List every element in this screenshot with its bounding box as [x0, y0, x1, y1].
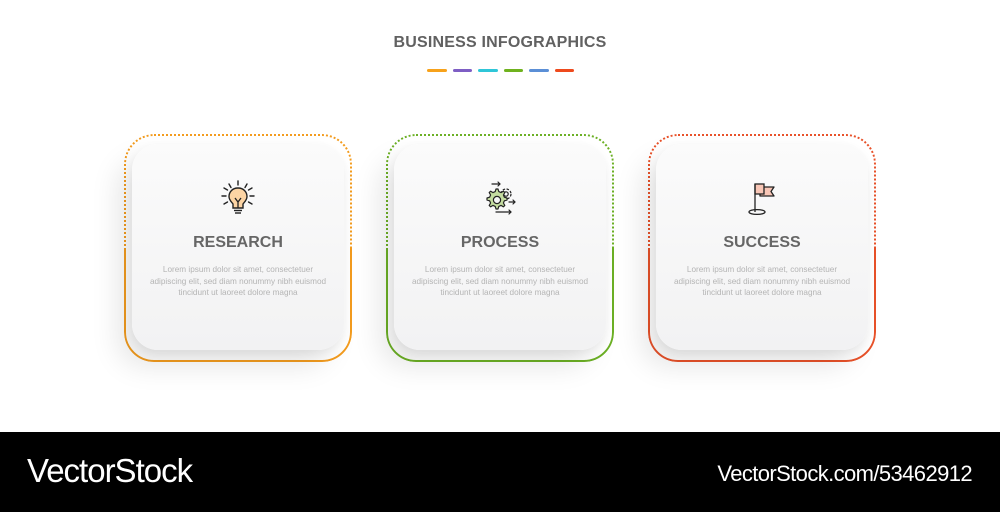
step-description: Lorem ipsum dolor sit amet, consectetuer…	[411, 265, 589, 297]
dash-red	[554, 69, 574, 72]
step-description: Lorem ipsum dolor sit amet, consectetuer…	[673, 265, 851, 297]
step-title: SUCCESS	[723, 234, 801, 251]
step-card	[132, 144, 344, 350]
solid-outline	[386, 134, 614, 362]
dash-orange	[427, 69, 447, 72]
step-card	[656, 144, 868, 350]
step-card	[394, 144, 606, 350]
color-dashes	[427, 69, 574, 72]
step-process: PROCESS Lorem ipsum dolor sit amet, cons…	[386, 134, 614, 362]
dash-cyan	[478, 69, 498, 72]
lightbulb-icon	[221, 180, 255, 214]
solid-outline	[648, 134, 876, 362]
step-success: SUCCESS Lorem ipsum dolor sit amet, cons…	[648, 134, 876, 362]
dash-purple	[452, 69, 472, 72]
solid-outline	[124, 134, 352, 362]
gears-process-icon	[486, 181, 516, 215]
dash-blue	[529, 69, 549, 72]
dash-green	[503, 69, 523, 72]
watermark-footer: VectorStock VectorStock.com/53462912	[0, 432, 1000, 512]
brand-logo: VectorStock	[27, 452, 193, 489]
flag-icon	[748, 183, 775, 216]
infographic-title: BUSINESS INFOGRAPHICS	[393, 34, 607, 51]
reference-link: VectorStock.com/53462912	[717, 461, 972, 486]
step-title: RESEARCH	[193, 234, 283, 251]
step-research: RESEARCH Lorem ipsum dolor sit amet, con…	[124, 134, 352, 362]
step-title: PROCESS	[460, 234, 540, 251]
step-description: Lorem ipsum dolor sit amet, consectetuer…	[149, 265, 327, 297]
